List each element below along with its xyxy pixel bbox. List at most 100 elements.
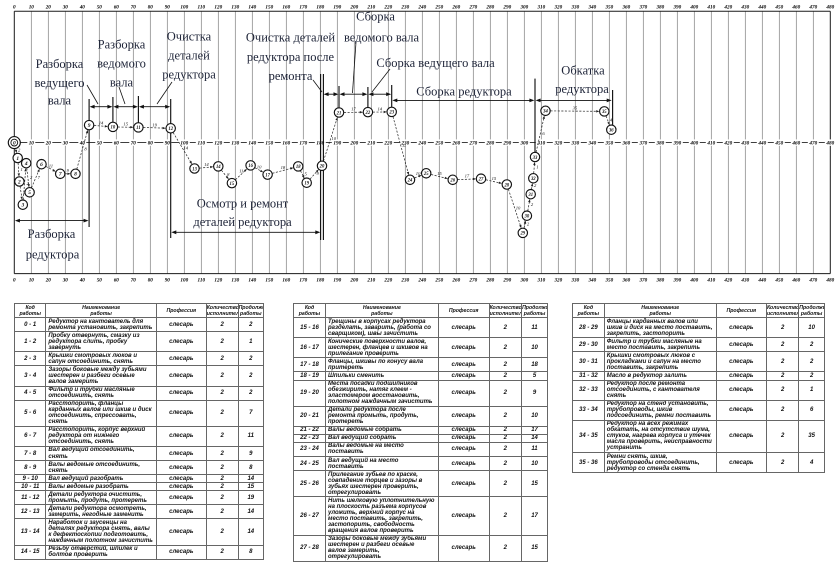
svg-text:290: 290: [502, 141, 511, 147]
svg-text:ведущего: ведущего: [34, 76, 84, 90]
svg-text:11: 11: [402, 143, 406, 148]
svg-text:140: 140: [248, 277, 256, 283]
svg-text:21: 21: [336, 111, 342, 116]
svg-text:360: 360: [621, 277, 630, 283]
svg-text:410: 410: [706, 141, 715, 147]
svg-text:ведомого: ведомого: [97, 57, 146, 71]
svg-text:480: 480: [825, 5, 834, 11]
svg-text:5: 5: [28, 190, 31, 196]
svg-text:2: 2: [30, 175, 33, 180]
svg-text:290: 290: [502, 5, 511, 11]
svg-text:9: 9: [88, 123, 91, 129]
svg-text:90: 90: [165, 277, 171, 283]
svg-text:17: 17: [265, 173, 270, 178]
svg-text:35: 35: [573, 106, 578, 111]
svg-text:210: 210: [366, 277, 375, 283]
svg-text:36: 36: [608, 129, 614, 134]
svg-text:15: 15: [123, 122, 128, 127]
svg-text:60: 60: [114, 141, 120, 147]
svg-text:130: 130: [231, 277, 239, 283]
svg-text:26: 26: [449, 179, 455, 184]
svg-text:вала: вала: [110, 76, 134, 90]
svg-text:280: 280: [485, 277, 494, 283]
svg-text:120: 120: [214, 277, 222, 283]
svg-text:420: 420: [723, 141, 732, 147]
svg-text:100: 100: [180, 5, 188, 11]
svg-text:5: 5: [304, 172, 307, 177]
svg-text:230: 230: [400, 141, 409, 147]
svg-text:редуктора: редуктора: [555, 82, 609, 96]
svg-text:400: 400: [689, 277, 698, 283]
svg-text:2: 2: [17, 179, 21, 185]
svg-text:2: 2: [18, 147, 21, 152]
svg-text:390: 390: [672, 141, 681, 147]
svg-text:2: 2: [531, 202, 534, 207]
svg-text:310: 310: [536, 141, 545, 147]
svg-text:430: 430: [740, 277, 749, 283]
svg-text:11: 11: [136, 126, 140, 131]
svg-text:170: 170: [299, 5, 307, 11]
svg-text:480: 480: [825, 141, 834, 147]
svg-text:15: 15: [492, 176, 497, 181]
svg-text:220: 220: [383, 277, 392, 283]
svg-text:0: 0: [13, 5, 16, 11]
svg-text:ремонта: ремонта: [269, 69, 313, 83]
svg-text:9: 9: [316, 171, 319, 176]
svg-text:9: 9: [67, 168, 70, 173]
svg-text:32: 32: [530, 177, 536, 182]
svg-text:400: 400: [689, 141, 698, 147]
svg-text:140: 140: [248, 141, 256, 147]
svg-text:180: 180: [316, 5, 324, 11]
svg-text:33: 33: [532, 156, 538, 161]
svg-text:10: 10: [331, 136, 336, 141]
svg-text:4: 4: [610, 118, 613, 123]
svg-text:110: 110: [198, 5, 206, 11]
svg-text:320: 320: [553, 141, 562, 147]
svg-text:200: 200: [349, 277, 358, 283]
svg-text:430: 430: [740, 141, 749, 147]
svg-text:Разборка: Разборка: [28, 227, 76, 241]
svg-text:редуктора: редуктора: [162, 68, 216, 82]
svg-text:0: 0: [13, 277, 16, 283]
svg-text:90: 90: [165, 141, 171, 147]
svg-text:220: 220: [383, 5, 392, 11]
svg-text:19: 19: [304, 182, 309, 187]
svg-text:3: 3: [20, 203, 24, 209]
svg-text:деталей: деталей: [168, 49, 210, 63]
svg-text:250: 250: [434, 277, 443, 283]
svg-text:140: 140: [248, 5, 256, 11]
svg-text:8: 8: [84, 146, 87, 151]
svg-text:350: 350: [604, 5, 613, 11]
svg-text:6: 6: [542, 131, 545, 136]
svg-text:290: 290: [502, 277, 511, 283]
svg-text:13: 13: [192, 167, 197, 172]
svg-text:190: 190: [333, 141, 341, 147]
svg-text:70: 70: [131, 141, 137, 147]
svg-text:50: 50: [97, 141, 103, 147]
svg-text:130: 130: [231, 5, 239, 11]
svg-text:150: 150: [265, 141, 273, 147]
svg-text:Обкатка: Обкатка: [561, 63, 605, 77]
svg-text:450: 450: [774, 141, 783, 147]
svg-text:10: 10: [257, 164, 262, 169]
svg-text:ведомого вала: ведомого вала: [344, 31, 420, 45]
svg-text:14: 14: [99, 120, 104, 125]
svg-text:260: 260: [451, 277, 460, 283]
svg-text:340: 340: [587, 277, 596, 283]
svg-text:20: 20: [45, 5, 52, 11]
svg-text:270: 270: [468, 5, 477, 11]
svg-text:1: 1: [16, 156, 19, 162]
svg-text:270: 270: [468, 141, 477, 147]
svg-text:410: 410: [706, 277, 715, 283]
svg-text:160: 160: [282, 5, 290, 11]
svg-text:190: 190: [333, 5, 341, 11]
svg-text:160: 160: [282, 141, 290, 147]
svg-text:15: 15: [230, 182, 235, 187]
svg-text:300: 300: [519, 5, 528, 11]
svg-text:4: 4: [24, 161, 28, 167]
svg-text:450: 450: [774, 5, 783, 11]
svg-text:330: 330: [570, 5, 579, 11]
svg-text:28: 28: [503, 183, 509, 188]
svg-text:23: 23: [388, 111, 394, 116]
svg-text:380: 380: [655, 141, 664, 147]
